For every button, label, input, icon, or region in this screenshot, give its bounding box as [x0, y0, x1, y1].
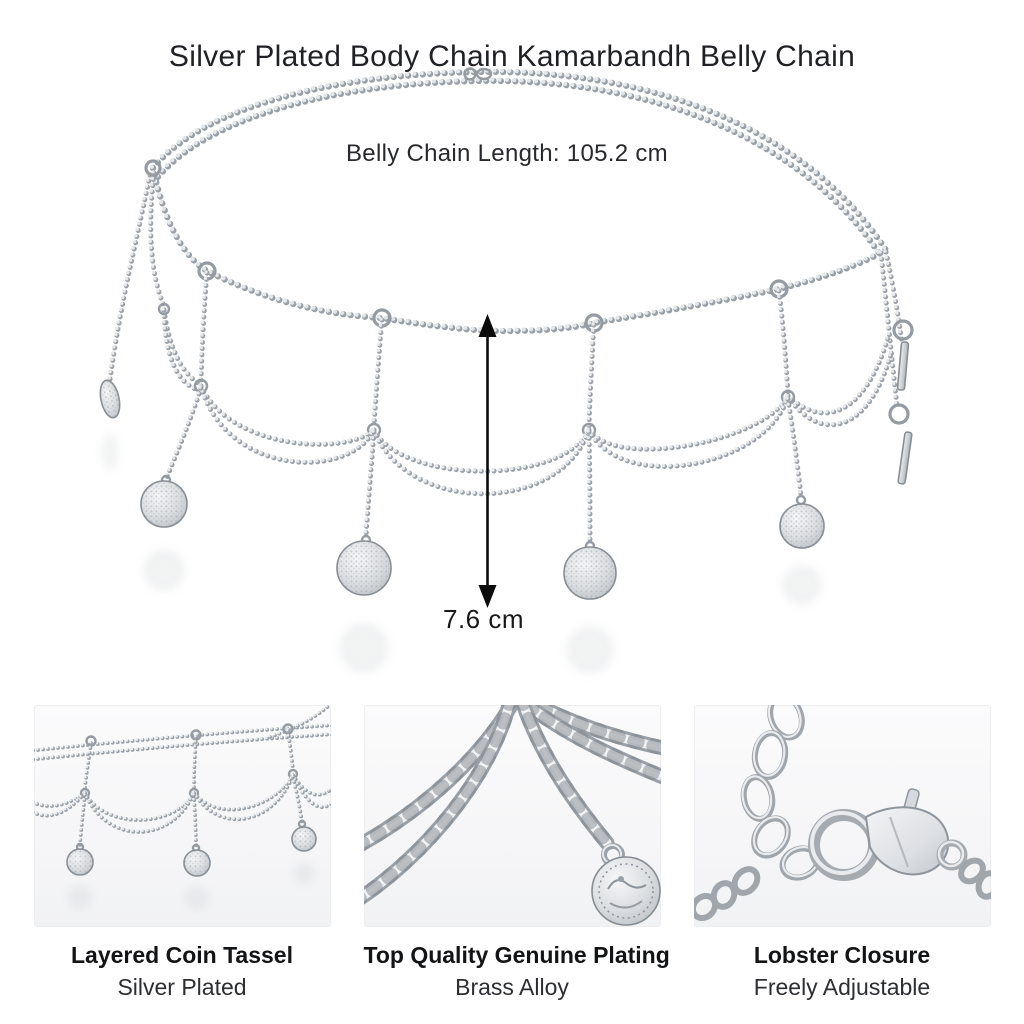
- right-tassel: [785, 249, 914, 485]
- clasp-detail: [463, 67, 493, 81]
- lobster-clasp-body: [864, 788, 949, 876]
- oval-tag: [99, 379, 121, 419]
- large-chain-links: [693, 705, 820, 922]
- feature-subtitle: Silver Plated: [117, 974, 247, 1000]
- feature-image-lobster-closure: [693, 705, 991, 927]
- feature-title: Lobster Closure: [753, 942, 931, 968]
- bar-drop: [897, 431, 913, 485]
- small-chain-links: [957, 857, 991, 900]
- page-title: Silver Plated Body Chain Kamarbandh Bell…: [168, 40, 856, 74]
- feature-card-lobster-closure: Lobster Closure Freely Adjustable: [693, 705, 991, 1001]
- engraved-coin: [590, 856, 661, 926]
- product-hero: Belly Chain Length: 105.2 cm 7.6 cm: [99, 67, 914, 674]
- bar-drop: [896, 341, 910, 391]
- feature-subtitle: Brass Alloy: [455, 974, 569, 1000]
- coin-drops: [140, 385, 825, 600]
- coin: [336, 540, 392, 596]
- festoon-drops: [193, 261, 796, 438]
- swag-chains: [198, 383, 788, 494]
- left-tassel: [99, 159, 201, 419]
- coin: [140, 480, 188, 528]
- coin: [779, 503, 825, 549]
- feature-image-genuine-plating: [363, 705, 661, 927]
- feature-subtitle: Freely Adjustable: [753, 974, 931, 1000]
- coin: [563, 546, 617, 600]
- measure-arrow-icon: [478, 314, 497, 608]
- feature-title: Top Quality Genuine Plating: [363, 942, 670, 968]
- feature-title: Layered Coin Tassel: [71, 942, 293, 968]
- drop-annotation: 7.6 cm: [443, 604, 525, 634]
- feature-image-layered-coin-tassel: [33, 705, 331, 927]
- front-chain: [152, 167, 886, 331]
- feature-row: Layered Coin Tassel Silver Plated: [0, 705, 1024, 1001]
- spring-ring: [807, 809, 880, 881]
- length-annotation: Belly Chain Length: 105.2 cm: [346, 140, 668, 167]
- belly-chain-photo: [99, 67, 914, 674]
- feature-card-genuine-plating: Top Quality Genuine Plating Brass Alloy: [363, 705, 670, 1001]
- reflections: [101, 434, 822, 674]
- feature-card-layered-coin-tassel: Layered Coin Tassel Silver Plated: [33, 705, 331, 1001]
